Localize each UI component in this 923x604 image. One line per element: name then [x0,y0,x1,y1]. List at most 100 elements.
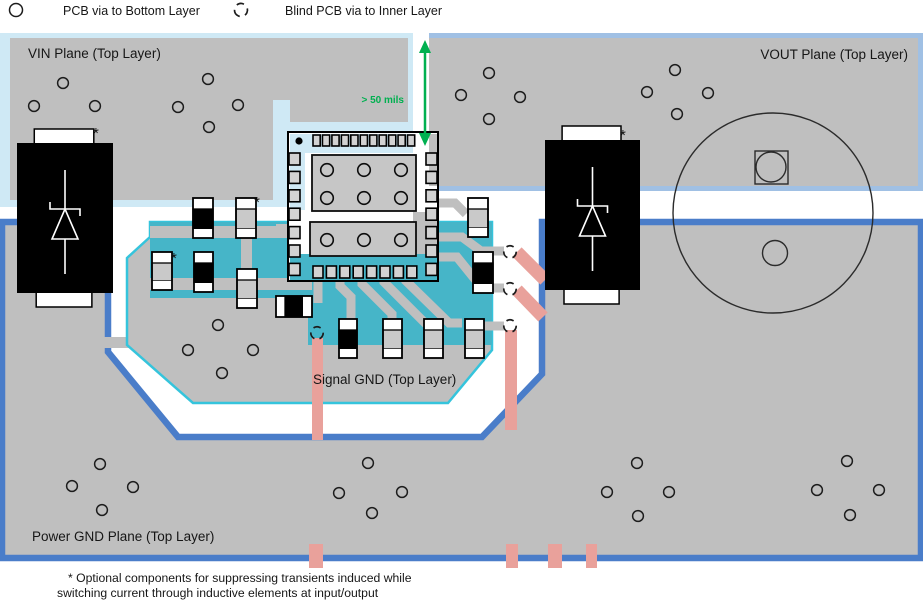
chip-component [467,197,489,238]
through-via-icon [215,366,229,380]
chip-component [235,197,257,239]
ic-pad [340,134,350,147]
tvs-diode-component [17,128,113,308]
chip-component [338,318,358,359]
through-via-icon [332,486,346,500]
through-via-icon [454,88,468,102]
chip-component [275,295,313,318]
power-gnd-label: Power GND Plane (Top Layer) [32,529,214,544]
through-via-icon [872,483,886,497]
ic-pad [288,189,301,203]
thermal-via-icon [393,162,409,178]
gnd-bridge [100,337,130,348]
signal-gnd-label: Signal GND (Top Layer) [313,372,456,387]
chip-component [236,268,258,309]
vin-plane-label: VIN Plane (Top Layer) [28,46,161,61]
inner-layer-traces [309,247,597,568]
chip-component [464,318,485,359]
through-via-icon [365,506,379,520]
ic-pad [288,170,301,185]
chip-component [192,197,214,239]
optional-component-marker: * [93,125,99,142]
ic-pad [378,134,388,147]
ic-outline [287,131,439,282]
through-via-icon [201,72,215,86]
through-via-icon [662,485,676,499]
through-via-icon [231,98,245,112]
through-via-icon [27,99,41,113]
through-via-icon [88,99,102,113]
through-via-icon [701,86,715,100]
diode-pad [33,128,95,145]
through-via-icon [202,120,216,134]
through-via-icon [211,318,225,332]
through-via-icon [93,457,107,471]
through-via-icon [482,112,496,126]
ic-pad [331,134,340,147]
thermal-via-icon [319,162,335,178]
thermal-via-icon [319,232,335,248]
ic-pad [288,262,301,277]
chip-component [193,251,214,293]
clearance-arrowhead-up-icon [419,40,431,53]
ic-pad [397,134,407,147]
ic-thermal-pads [309,154,417,257]
through-via-icon [631,509,645,523]
diode-pad [561,125,622,142]
through-via-icon [840,454,854,468]
ic-pad [312,265,324,279]
ic-pad [425,262,438,277]
through-via-icon [246,343,260,357]
tvs-diode-symbol-icon [49,170,81,274]
power-gnd-plane [0,218,923,562]
through-via-icon [600,485,614,499]
optional-component-marker: * [171,250,177,267]
ic-pad [338,265,351,279]
pin1-dot-icon [295,137,303,145]
optional-markers-layer: **** [93,125,626,267]
inductor-pad-circle [755,151,787,183]
ic-pad [312,134,321,147]
footnote-line1: * Optional components for suppressing tr… [68,571,412,585]
through-via-icon [810,483,824,497]
through-via-legend-icon [8,2,24,18]
tvs-diode-symbol-icon [576,167,609,271]
ic-vin-fill [290,134,414,210]
optional-component-marker: * [254,194,260,211]
ic-pin1-marker [295,137,303,145]
ic-pad [406,134,416,147]
legend: PCB via to Bottom Layer Blind PCB via to… [8,2,442,18]
vout-plane-label: VOUT Plane (Top Layer) [760,47,908,62]
blind-via-legend-icon [233,2,249,18]
through-via-icon [95,503,109,517]
inductor-outline [672,112,874,314]
ic-pad [392,265,405,279]
through-via-icon [395,485,409,499]
thermal-via-icon [319,190,335,206]
thermal-via-icon [356,190,372,206]
inductor-pad-circle [761,239,789,267]
through-via-icon [668,63,682,77]
clearance-annotation: > 50 mils [361,40,431,146]
chip-component [151,251,173,291]
through-via-legend-label: PCB via to Bottom Layer [63,4,200,18]
ic-pad [352,265,365,279]
thermal-via-icon [393,190,409,206]
diode-pad [563,287,620,305]
ic-footprint [287,131,439,282]
ic-pad [288,225,301,240]
through-via-icon [482,66,496,80]
ic-pad [379,265,391,279]
ic-pad [325,265,338,279]
ic-pad [387,134,397,147]
inductor-footprint [672,112,874,314]
diode-pad [35,290,93,308]
through-via-icon [56,76,70,90]
through-via-icon [361,456,375,470]
ic-pad [425,152,438,166]
through-via-icon [640,85,654,99]
ic-pad [288,207,301,221]
thermal-via-icon [356,162,372,178]
